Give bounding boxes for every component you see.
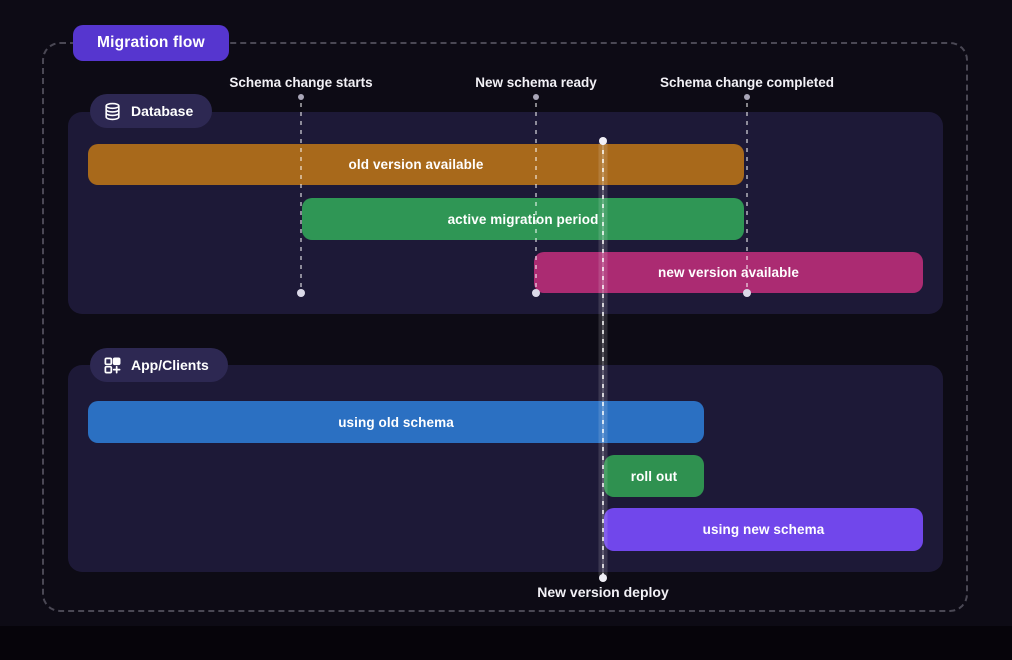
- bar-using-new-schema: using new schema: [604, 508, 923, 551]
- section-pill-app-clients: App/Clients: [90, 348, 228, 382]
- section-pill-database: Database: [90, 94, 213, 128]
- bar-label: old version available: [348, 157, 484, 172]
- bar-label: active migration period: [447, 211, 599, 227]
- section-pill-label: App/Clients: [131, 357, 209, 373]
- timeline-marker-top-dot: [533, 94, 539, 100]
- bar-roll-out: roll out: [604, 455, 704, 497]
- bar-label: using new schema: [702, 522, 825, 537]
- diagram-dashed-frame: [42, 42, 968, 612]
- bar-label: new version available: [658, 265, 799, 280]
- timeline-marker-bottom-dot: [532, 289, 540, 297]
- timeline-marker-bottom-dot: [743, 289, 751, 297]
- deploy-label: New version deploy: [537, 584, 669, 600]
- database-icon: [103, 102, 122, 121]
- section-pill-label: Database: [131, 103, 194, 119]
- timeline-marker-label-schema-change-starts: Schema change starts: [229, 75, 373, 90]
- grid-plus-icon: [103, 356, 122, 375]
- timeline-marker-top-dot: [298, 94, 304, 100]
- timeline-marker-line: [535, 103, 537, 289]
- bar-old-version-available: old version available: [88, 144, 744, 185]
- timeline-marker-bottom-dot: [297, 289, 305, 297]
- bar-using-old-schema: using old schema: [88, 401, 704, 443]
- timeline-marker-top-dot: [744, 94, 750, 100]
- deploy-bottom-dot: [599, 574, 607, 582]
- deploy-line: [602, 141, 604, 577]
- timeline-marker-line: [746, 103, 748, 289]
- title-badge: Migration flow: [73, 25, 229, 61]
- deploy-top-dot: [599, 137, 607, 145]
- bar-label: using old schema: [338, 414, 454, 430]
- bar-label: roll out: [630, 468, 678, 484]
- timeline-marker-label-schema-change-completed: Schema change completed: [659, 75, 835, 90]
- bar-active-migration-period: active migration period: [302, 198, 744, 240]
- timeline-marker-line: [300, 103, 302, 289]
- bottom-strip: [0, 626, 1012, 660]
- bar-new-version-available: new version available: [534, 252, 923, 293]
- timeline-marker-label-new-schema-ready: New schema ready: [475, 75, 597, 90]
